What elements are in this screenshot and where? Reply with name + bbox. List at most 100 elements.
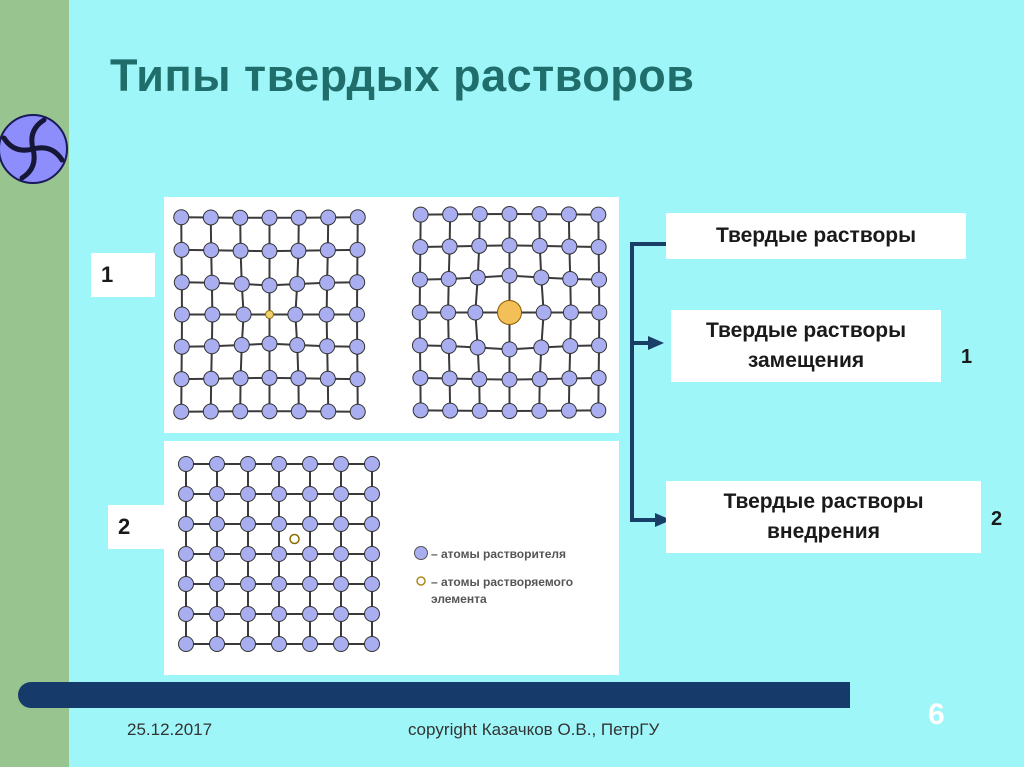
- solvent-atom: [412, 239, 429, 256]
- solvent-atom: [471, 402, 488, 419]
- solvent-atom: [440, 271, 457, 288]
- diagram-label-1: 1: [91, 253, 155, 297]
- solvent-atom: [501, 341, 518, 358]
- solvent-atom: [531, 206, 548, 223]
- solvent-atom: [562, 337, 579, 354]
- solvent-atom: [235, 306, 252, 323]
- solvent-atom: [203, 370, 220, 387]
- solvent-atom: [240, 516, 256, 532]
- solvent-atom: [440, 337, 457, 354]
- tree-substitution-line1: Твердые растворы: [705, 319, 907, 342]
- interstitial-atom: [289, 533, 300, 545]
- solvent-atom: [319, 370, 336, 387]
- solvent-atom: [590, 239, 607, 256]
- solvent-atom: [591, 271, 608, 288]
- solvent-atom: [562, 271, 579, 288]
- solvent-atom: [261, 369, 278, 386]
- solvent-atom: [202, 209, 219, 226]
- legend-solvent-atom-icon: [414, 546, 428, 560]
- solvent-atom: [203, 242, 220, 259]
- solvent-atom: [441, 238, 458, 255]
- solvent-atom: [302, 636, 318, 652]
- solvent-atom: [173, 209, 190, 226]
- solvent-atom: [209, 516, 225, 532]
- solvent-atom: [531, 402, 548, 419]
- solvent-atom: [471, 371, 488, 388]
- solvent-atom: [209, 606, 225, 622]
- solvent-atom: [319, 338, 336, 355]
- solute-atom-large: [497, 300, 522, 325]
- solvent-atom: [412, 206, 429, 223]
- solvent-atom: [561, 370, 578, 387]
- solvent-atom: [232, 403, 249, 420]
- solvent-atom: [232, 370, 249, 387]
- tree-substitution-box: Твердые растворы замещения: [671, 310, 941, 382]
- tree-interstitial-line1: Твердые растворы: [723, 490, 924, 513]
- solvent-atom: [209, 486, 225, 502]
- footer-copyright: copyright Казачков О.В., ПетрГУ: [408, 720, 660, 739]
- lattice-distorted-large-solute: [411, 205, 608, 420]
- solvent-atom: [290, 242, 307, 259]
- solvent-atom: [290, 403, 307, 420]
- solvent-atom: [209, 456, 225, 472]
- solvent-atom: [240, 486, 256, 502]
- solvent-atom: [302, 456, 318, 472]
- solvent-atom: [411, 271, 428, 288]
- legend-solute-label-cont: элемента: [431, 592, 487, 606]
- solvent-atom: [271, 516, 287, 532]
- solvent-atom: [271, 456, 287, 472]
- solvent-atom: [271, 606, 287, 622]
- solvent-atom: [349, 209, 366, 226]
- solvent-atom: [173, 371, 190, 388]
- tree-interstitial-box: Твердые растворы внедрения: [666, 481, 981, 553]
- solvent-atom: [261, 209, 278, 226]
- solvent-atom: [173, 241, 190, 258]
- solvent-atom: [562, 304, 579, 321]
- solvent-atom: [440, 304, 457, 321]
- solvent-atom: [240, 576, 256, 592]
- solvent-atom: [590, 402, 607, 419]
- tree-substitution-number: 1: [961, 346, 973, 368]
- tree-root-label: Твердые растворы: [715, 224, 917, 247]
- solvent-atom: [232, 209, 249, 226]
- solvent-atom: [290, 209, 307, 226]
- solvent-atom: [178, 606, 194, 622]
- solvent-atom: [261, 403, 278, 420]
- solvent-atom: [271, 576, 287, 592]
- solvent-atom: [364, 546, 380, 562]
- solvent-atom: [271, 546, 287, 562]
- solvent-atom: [261, 243, 278, 260]
- solvent-atom: [364, 516, 380, 532]
- solvent-atom: [333, 576, 349, 592]
- solvent-atom: [469, 339, 486, 356]
- solvent-atom: [471, 206, 488, 223]
- solvent-atom: [178, 456, 194, 472]
- solvent-atom: [233, 337, 250, 354]
- solvent-atom: [531, 237, 548, 254]
- solvent-atom: [591, 304, 608, 321]
- footer-date: 25.12.2017: [127, 720, 213, 739]
- solvent-atom: [232, 242, 249, 259]
- solvent-atom: [202, 403, 219, 420]
- solvent-atom: [178, 486, 194, 502]
- legend-solvent-label: – атомы растворителя: [431, 547, 566, 561]
- solvent-atom: [173, 306, 190, 323]
- solvent-atom: [533, 269, 550, 286]
- diagram-label-2: 2: [108, 505, 164, 549]
- solvent-atom: [467, 304, 484, 321]
- solvent-atom: [364, 636, 380, 652]
- solvent-atom: [349, 338, 366, 355]
- solvent-atom: [501, 237, 518, 254]
- solvent-atom: [173, 274, 190, 291]
- solvent-atom: [302, 576, 318, 592]
- diagram-panel-interstitial: – атомы растворителя – атомы растворяемо…: [164, 441, 619, 675]
- solvent-atom: [442, 206, 459, 223]
- footer-bar: [18, 682, 850, 708]
- solvent-atom: [302, 546, 318, 562]
- solvent-atom: [178, 516, 194, 532]
- solvent-atom: [411, 304, 428, 321]
- solvent-atom: [209, 576, 225, 592]
- solvent-atom: [364, 606, 380, 622]
- solvent-atom: [333, 546, 349, 562]
- lattice-distorted-small-solute: [173, 209, 366, 420]
